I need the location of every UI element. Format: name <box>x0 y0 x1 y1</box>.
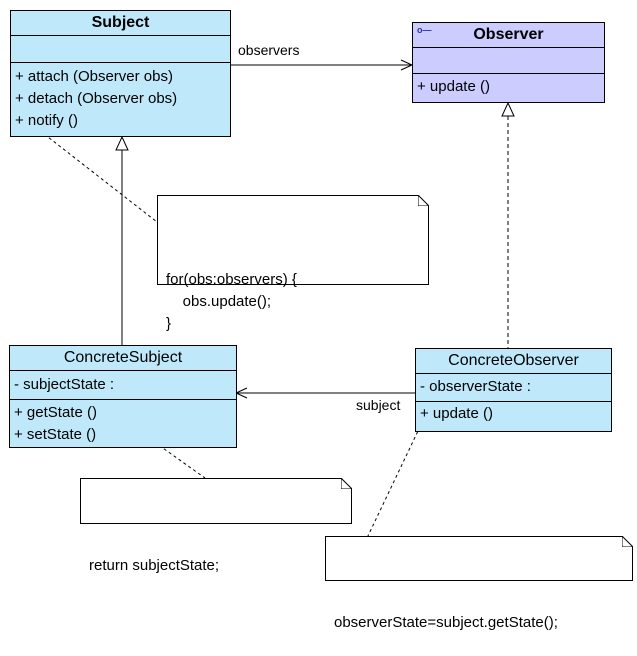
subject-operation-attach: + attach (Observer obs) <box>15 68 173 85</box>
concrete-observer-attributes-section: - observerState : <box>416 374 611 402</box>
notify-note[interactable]: for(obs:observers) { obs.update(); } <box>157 195 429 332</box>
concrete-observer-operation-update: + update () <box>420 405 493 422</box>
update-note[interactable]: observerState=subject.getState(); <box>325 536 633 631</box>
concrete-subject-class[interactable]: ConcreteSubject - subjectState : + getSt… <box>9 345 237 448</box>
concrete-subject-operation-getstate: + getState () <box>14 404 97 421</box>
getstate-note-text: return subjectState; <box>89 557 220 574</box>
concrete-observer-class[interactable]: ConcreteObserver - observerState : + upd… <box>415 348 612 432</box>
observer-operation-update: + update () <box>417 78 490 95</box>
subject-association-label: subject <box>356 397 401 413</box>
observers-association-label: observers <box>238 42 300 58</box>
subject-class[interactable]: Subject + attach (Observer obs) + detach… <box>10 10 231 137</box>
notify-note-text: for(obs:observers) { obs.update(); } <box>166 271 297 332</box>
note-fold-icon <box>418 195 429 206</box>
notify-note-anchor <box>29 122 158 223</box>
concrete-observer-operations-section: + update () <box>416 402 611 425</box>
observer-name-text: Observer <box>473 26 544 43</box>
observer-interface[interactable]: o— Observer + update () <box>412 22 605 103</box>
note-fold-icon <box>622 536 633 547</box>
concrete-subject-attributes-section: - subjectState : <box>10 371 236 400</box>
concrete-subject-class-name: ConcreteSubject <box>10 346 236 371</box>
realization-triangle <box>501 101 515 117</box>
subject-operation-detach: + detach (Observer obs) <box>15 90 178 107</box>
getstate-note[interactable]: return subjectState; <box>80 478 352 574</box>
note-fold-icon <box>341 478 352 489</box>
interface-icon: o— <box>417 25 432 35</box>
observer-attributes-section <box>413 48 604 74</box>
subject-class-name: Subject <box>11 11 230 36</box>
generalization-triangle <box>115 135 129 151</box>
subject-operations-section: + attach (Observer obs) + detach (Observ… <box>11 63 230 132</box>
subject-attributes-section <box>11 36 230 63</box>
observer-interface-name: o— Observer <box>413 23 604 48</box>
subject-operation-notify: + notify () <box>15 112 78 129</box>
concrete-subject-operations-section: + getState () + setState () <box>10 400 236 446</box>
concrete-subject-attribute-state: - subjectState : <box>14 376 115 393</box>
concrete-observer-class-name: ConcreteObserver <box>416 349 611 374</box>
concrete-subject-operation-setstate: + setState () <box>14 426 97 443</box>
update-note-text: observerState=subject.getState(); <box>334 614 558 631</box>
observer-operations-section: + update () <box>413 74 604 98</box>
concrete-observer-attribute-state: - observerState : <box>420 378 531 395</box>
